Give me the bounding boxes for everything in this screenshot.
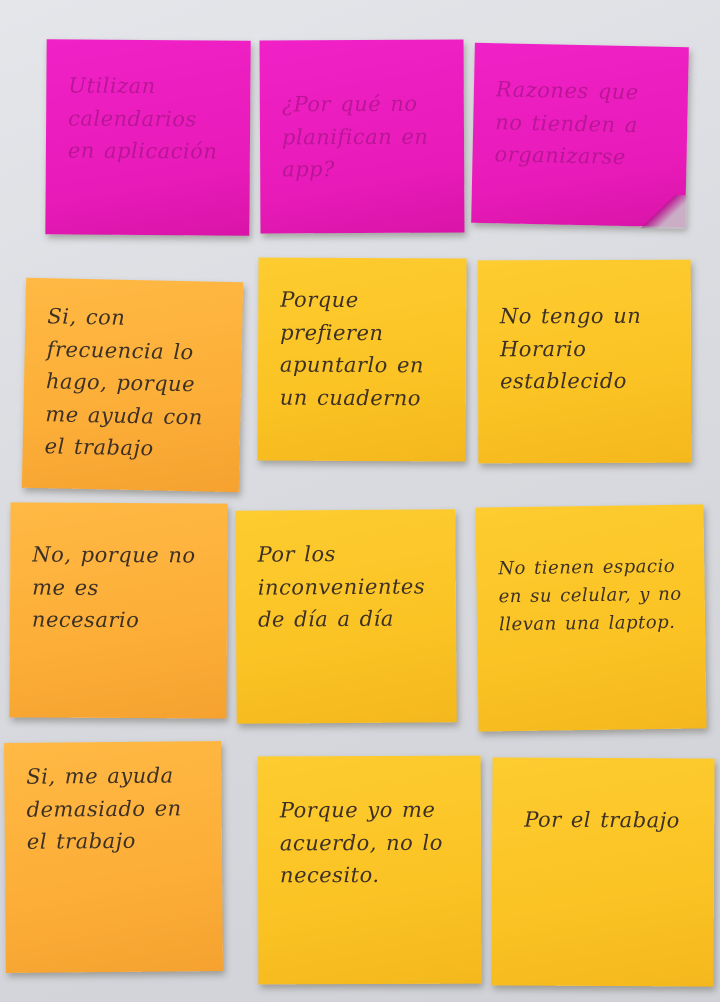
note-text: Razones que no tienden a organizarse	[494, 77, 639, 170]
sticky-note-yellow: Porque prefieren apuntarlo en un cuadern…	[257, 257, 467, 462]
note-text: Por los inconvenientes de día a día	[257, 542, 426, 632]
note-text: Porque prefieren apuntarlo en un cuadern…	[279, 287, 425, 410]
sticky-note-yellow: Porque yo me acuerdo, no lo necesito.	[257, 755, 482, 985]
note-text: No tienen espacio en su celular, y no ll…	[498, 555, 682, 636]
note-text: No, porque no me es necesario	[31, 542, 196, 633]
sticky-note-pink: Razones que no tienden a organizarse	[471, 42, 689, 230]
sticky-note-yellow: Por el trabajo	[491, 757, 715, 987]
note-text: ¿Por qué no planifican en app?	[281, 91, 429, 182]
sticky-note-pink: Utilizan calendarios en aplicación	[45, 39, 251, 236]
note-text: Si, con frecuencia lo hago, porque me ay…	[44, 304, 204, 461]
note-text: No tengo un Horario establecido	[499, 303, 642, 394]
sticky-note-yellow: No tienen espacio en su celular, y no ll…	[475, 504, 707, 732]
note-text: Porque yo me acuerdo, no lo necesito.	[279, 797, 443, 888]
sticky-note-yellow: Por los inconvenientes de día a día	[235, 509, 457, 724]
sticky-note-pink: ¿Por qué no planifican en app?	[259, 39, 465, 234]
note-text: Por el trabajo	[524, 807, 680, 833]
note-text: Utilizan calendarios en aplicación	[67, 73, 218, 164]
sticky-note-orange: Si, con frecuencia lo hago, porque me ay…	[21, 277, 244, 493]
sticky-note-yellow: No tengo un Horario establecido	[477, 259, 692, 464]
page-curl	[627, 194, 688, 230]
note-text: Si, me ayuda demasiado en el trabajo	[26, 763, 182, 854]
sticky-note-orange: No, porque no me es necesario	[9, 502, 228, 719]
sticky-note-orange: Si, me ayuda demasiado en el trabajo	[4, 741, 223, 973]
